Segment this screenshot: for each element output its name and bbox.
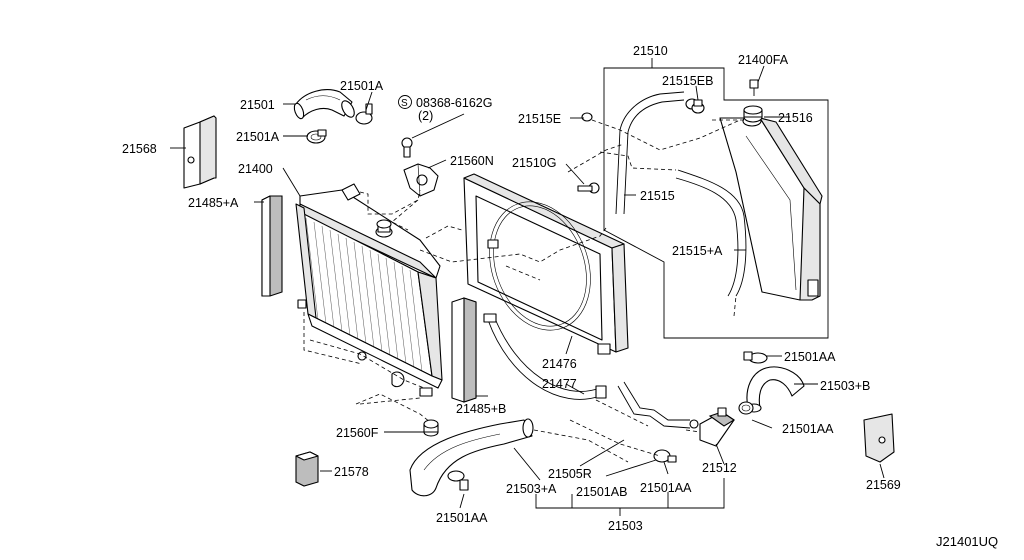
label-21501: 21501 xyxy=(240,98,275,112)
label-21503-a: 21503+A xyxy=(506,482,557,496)
clamp-21501aa-r2 xyxy=(738,401,754,415)
label-21501aa-r2: 21501AA xyxy=(782,422,834,436)
part-labels: 21510 21400FA 21515EB 21501A 21501 08368… xyxy=(122,44,998,549)
lower-hose-21503-a xyxy=(409,418,534,497)
bolt-21510g xyxy=(577,182,600,194)
hose-21503-b xyxy=(746,366,805,413)
hose-21477 xyxy=(483,313,607,400)
clamp-21515eb xyxy=(691,99,705,114)
label-21515: 21515 xyxy=(640,189,675,203)
valve-21512 xyxy=(699,407,736,447)
label-21501aa-r1: 21501AA xyxy=(784,350,836,364)
label-qty-2: (2) xyxy=(418,109,433,123)
label-21501ab: 21501AB xyxy=(576,485,627,499)
bracket-21569 xyxy=(863,413,895,463)
clamp-21515e xyxy=(581,112,593,122)
clamp-21501a-mid xyxy=(306,129,327,144)
label-21560n: 21560N xyxy=(450,154,494,168)
label-21485-b: 21485+B xyxy=(456,402,506,416)
block-21578 xyxy=(295,451,319,487)
mount-21560f xyxy=(423,419,439,437)
svg-text:S: S xyxy=(401,98,408,109)
seal-21485-b xyxy=(451,297,477,403)
clamp-21501aa-r1 xyxy=(743,351,768,364)
label-21510g: 21510G xyxy=(512,156,556,170)
label-21501aa-b2: 21501AA xyxy=(640,481,692,495)
label-21503: 21503 xyxy=(608,519,643,533)
label-21505r: 21505R xyxy=(548,467,592,481)
label-21485-a: 21485+A xyxy=(188,196,239,210)
label-21400: 21400 xyxy=(238,162,273,176)
label-21510: 21510 xyxy=(633,44,668,58)
label-21503-b: 21503+B xyxy=(820,379,870,393)
label-21515-a: 21515+A xyxy=(672,244,723,258)
label-21501a-mid: 21501A xyxy=(236,130,280,144)
cap-21516 xyxy=(743,105,763,123)
seal-21485-a xyxy=(261,195,283,297)
label-21515eb: 21515EB xyxy=(662,74,713,88)
label-21560f: 21560F xyxy=(336,426,379,440)
label-21476: 21476 xyxy=(542,357,577,371)
reservoir-tank-21510 xyxy=(719,115,823,301)
label-21501a-top: 21501A xyxy=(340,79,384,93)
label-21400fa: 21400FA xyxy=(738,53,789,67)
label-21568: 21568 xyxy=(122,142,157,156)
label-21515e: 21515E xyxy=(518,112,561,126)
pipe-21505r xyxy=(617,381,699,429)
radiator-21400 xyxy=(295,183,443,397)
screw-symbol-icon: S xyxy=(398,95,412,109)
clip-21400fa xyxy=(749,79,759,96)
diagram-id: J21401UQ xyxy=(936,534,998,549)
bracket-21568 xyxy=(183,115,217,189)
clamp-21501a-top xyxy=(355,103,373,125)
label-21578: 21578 xyxy=(334,465,369,479)
label-21512: 21512 xyxy=(702,461,737,475)
tube-21515-a xyxy=(675,169,747,297)
label-21569: 21569 xyxy=(866,478,901,492)
label-08368-6162g: 08368-6162G xyxy=(416,96,492,110)
label-21477: 21477 xyxy=(542,377,577,391)
upper-hose-21501 xyxy=(293,89,355,120)
fan-shroud-21476 xyxy=(463,173,629,355)
label-21501aa-b1: 21501AA xyxy=(436,511,488,525)
bracket-21560n xyxy=(403,163,439,197)
label-21516: 21516 xyxy=(778,111,813,125)
bolt-08368 xyxy=(401,137,413,158)
connection-lines xyxy=(303,119,744,463)
leader-lines xyxy=(170,58,885,516)
reservoir-box-21510 xyxy=(603,67,829,339)
clamp-21501aa-b2 xyxy=(653,449,677,463)
